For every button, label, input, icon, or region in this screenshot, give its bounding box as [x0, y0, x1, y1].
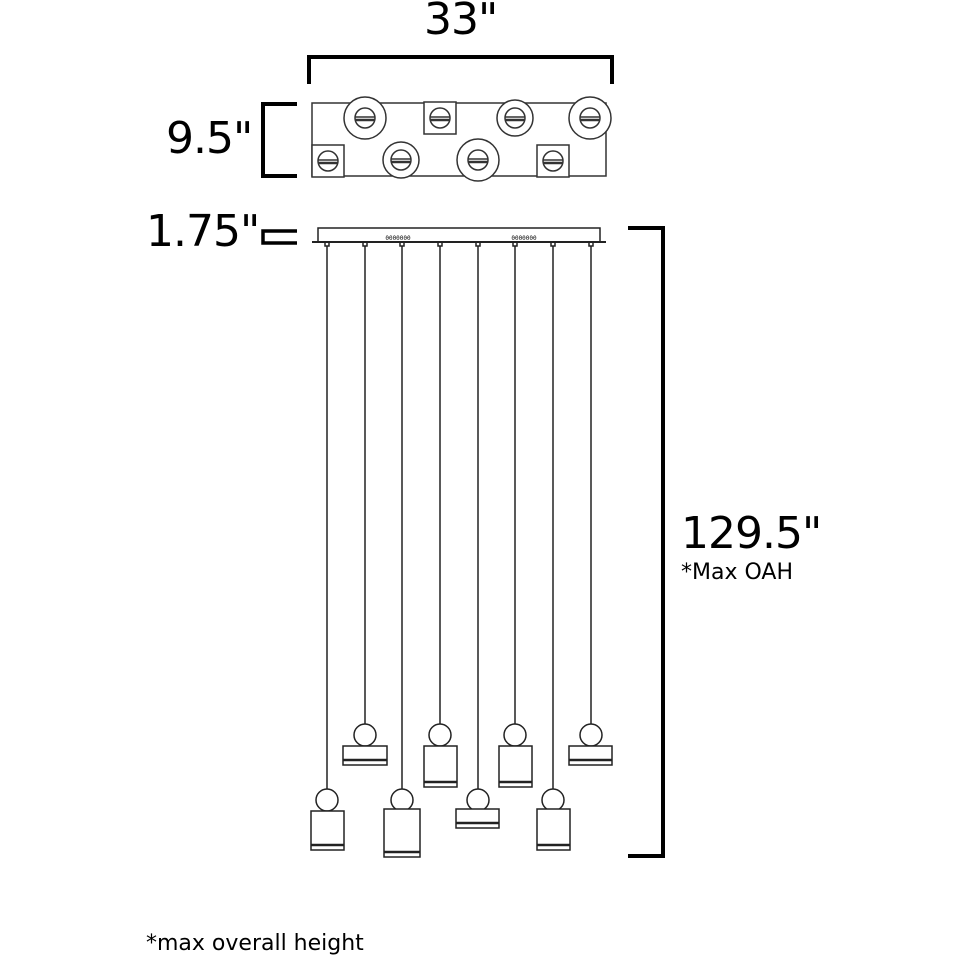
canopy-marking: 0000000 — [511, 235, 537, 242]
screw-icon — [504, 107, 526, 129]
pendant-1 — [310, 241, 345, 851]
canopy-height-bracket — [261, 229, 297, 245]
depth-dimension-label: 9.5" — [166, 113, 253, 164]
top-view-canopy — [311, 96, 612, 182]
max-height-note: *Max OAH — [681, 560, 793, 585]
pendant-7 — [536, 241, 571, 851]
socket-ball — [390, 788, 414, 812]
shade — [342, 745, 388, 766]
pendant-6 — [498, 241, 533, 788]
canopy-side — [317, 227, 601, 243]
screw-icon — [467, 149, 489, 171]
socket-ball — [353, 723, 377, 747]
max-height-label: 129.5" — [681, 508, 822, 559]
socket-ball — [503, 723, 527, 747]
mount-square — [423, 101, 457, 135]
mount-ring — [382, 141, 420, 179]
screw-icon — [317, 150, 339, 172]
pendant-2 — [342, 241, 388, 766]
depth-dimension-bracket — [261, 102, 297, 178]
side-view: 0000000 0000000 — [310, 227, 613, 858]
pendant-3 — [383, 241, 421, 858]
mount-ring — [496, 99, 534, 137]
pendant-8 — [568, 241, 613, 766]
width-dimension-bracket — [307, 55, 614, 84]
canopy-outline — [311, 102, 607, 177]
mount-ring-large — [456, 138, 500, 182]
mount-ring-large — [568, 96, 612, 140]
socket-ball — [428, 723, 452, 747]
socket-ball — [579, 723, 603, 747]
shade — [383, 808, 421, 858]
socket-ball — [541, 788, 565, 812]
canopy-height-label: 1.75" — [146, 206, 260, 257]
shade — [310, 810, 345, 851]
footnote: *max overall height — [146, 931, 364, 956]
mount-ring-large — [343, 96, 387, 140]
overall-height-bracket — [628, 226, 665, 858]
width-dimension-label: 33" — [424, 0, 498, 45]
screw-icon — [390, 149, 412, 171]
screw-icon — [579, 107, 601, 129]
socket-ball — [315, 788, 339, 812]
shade — [498, 745, 533, 788]
mount-square — [311, 144, 345, 178]
shade — [455, 808, 500, 829]
screw-icon — [542, 150, 564, 172]
pendant-4 — [423, 241, 458, 788]
canopy-marking: 0000000 — [385, 235, 411, 242]
mount-square — [536, 144, 570, 178]
pendant-5 — [455, 241, 500, 829]
shade — [536, 808, 571, 851]
screw-icon — [354, 107, 376, 129]
shade — [423, 745, 458, 788]
socket-ball — [466, 788, 490, 812]
screw-icon — [429, 107, 451, 129]
shade — [568, 745, 613, 766]
